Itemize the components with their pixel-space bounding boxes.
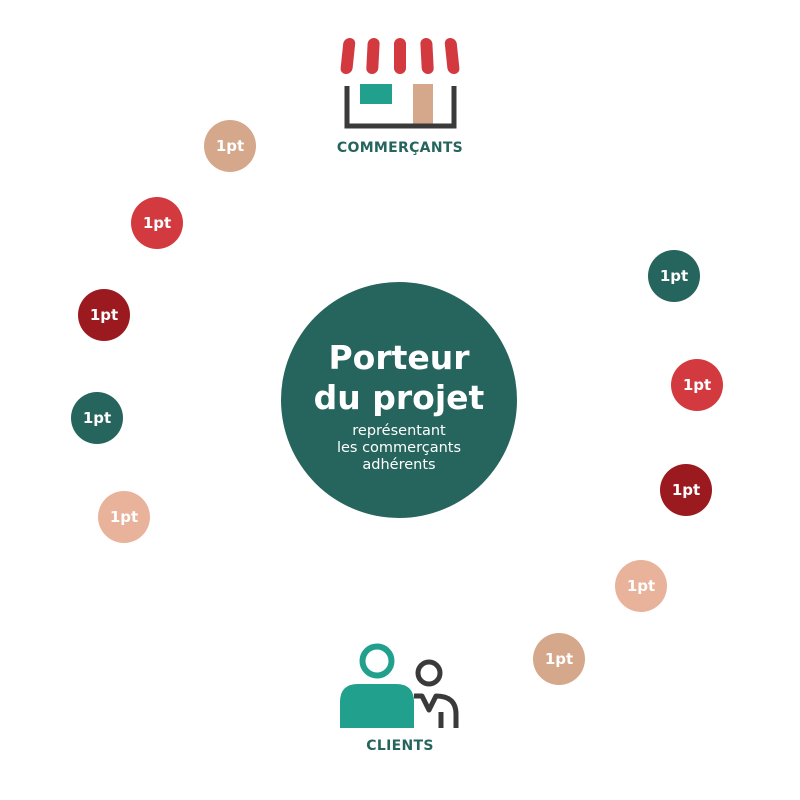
center-title-line: Porteur [328, 338, 470, 377]
point-badge: 1pt [533, 633, 585, 685]
point-badge: 1pt [98, 491, 150, 543]
point-badge: 1pt [131, 197, 183, 249]
point-badge: 1pt [204, 120, 256, 172]
center-subtitle-line: adhérents [362, 457, 436, 473]
point-badge: 1pt [615, 560, 667, 612]
commercants-label: COMMERÇANTS [336, 140, 464, 156]
clients-label: CLIENTS [366, 738, 434, 754]
shop-icon [340, 38, 460, 129]
point-badge: 1pt [671, 359, 723, 411]
project-owner-circle: Porteur du projet représentant les comme… [281, 282, 517, 518]
point-badge: 1pt [660, 464, 712, 516]
center-title: Porteur du projet [281, 338, 517, 418]
point-badge: 1pt [71, 392, 123, 444]
point-badge: 1pt [78, 289, 130, 341]
point-badge: 1pt [648, 250, 700, 302]
center-subtitle: représentant les commerçants adhérents [281, 423, 517, 474]
clients-icon [340, 643, 459, 728]
center-subtitle-line: les commerçants [336, 440, 462, 456]
center-title-line: du projet [313, 378, 485, 417]
center-subtitle-line: représentant [352, 423, 446, 439]
